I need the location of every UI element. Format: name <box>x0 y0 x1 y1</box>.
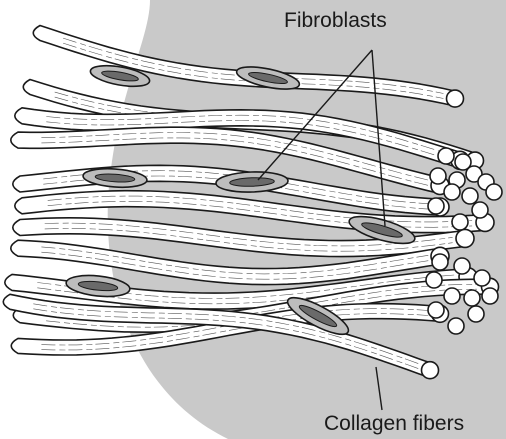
fiber-end <box>438 148 454 164</box>
fiber-end <box>452 214 468 230</box>
collagen-fibers-label: Collagen fibers <box>324 412 464 435</box>
fiber-end <box>430 168 446 184</box>
fiber-end <box>448 318 464 334</box>
fiber-end <box>426 272 442 288</box>
fiber-end <box>428 198 444 214</box>
fiber-end <box>462 188 478 204</box>
fiber-end <box>474 270 490 286</box>
fiber-end <box>444 184 460 200</box>
fiber-end <box>468 306 484 322</box>
fiber-end <box>472 202 488 218</box>
fiber-end <box>432 254 448 270</box>
fiber-end <box>486 184 502 200</box>
fiber-end <box>464 290 480 306</box>
fibroblasts-label: Fibroblasts <box>284 9 387 32</box>
fiber-end <box>482 288 498 304</box>
fiber-end <box>454 258 470 274</box>
fiber-end <box>428 302 444 318</box>
fiber-end <box>444 288 460 304</box>
